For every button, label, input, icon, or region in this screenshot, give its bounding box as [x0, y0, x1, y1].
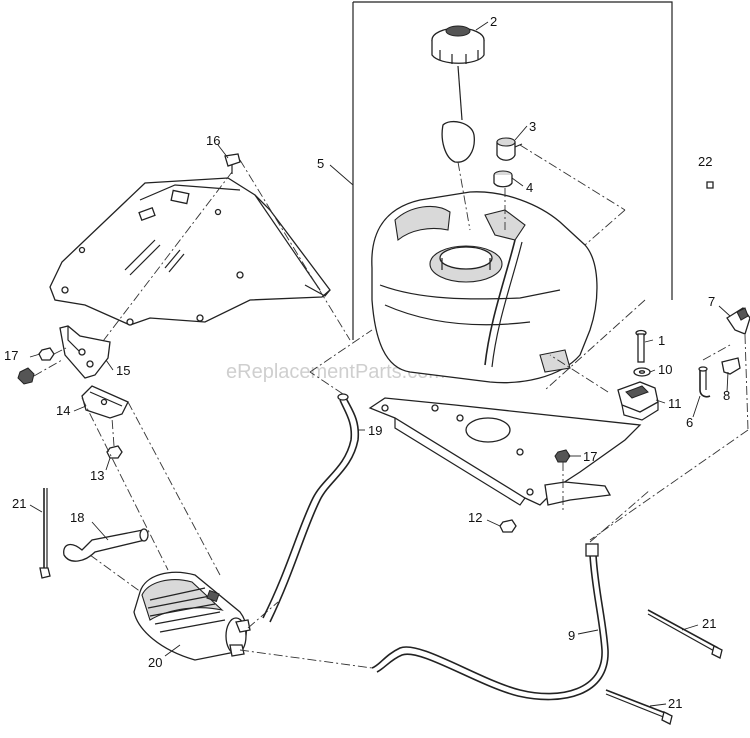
fuel-supply-hose: [371, 543, 609, 701]
callout-16: 16: [206, 133, 220, 148]
callout-9: 9: [568, 628, 575, 643]
leader-lines: [29, 21, 731, 707]
tank-strap-bracket: [617, 381, 659, 421]
nut-clamp: [106, 445, 123, 459]
heat-shield-plate: [49, 177, 331, 326]
callout-1: 1: [658, 333, 665, 348]
hose-fitting: [721, 357, 741, 375]
callout-2: 2: [490, 14, 497, 29]
canister-clamp: [81, 385, 129, 419]
fuel-tank: [371, 191, 598, 384]
callout-4: 4: [526, 180, 533, 195]
assembly-lines-tank: [457, 144, 646, 393]
screw-top: [224, 153, 241, 174]
mounting-bracket: [59, 325, 111, 379]
callout-15: 15: [116, 363, 130, 378]
nut-bracket-a: [38, 347, 55, 361]
watermark: eReplacementParts.com: [226, 361, 445, 383]
callout-labels: 2 3 4 5 22 7 1 10 11 8 6 17 12 19 9 21 2…: [4, 14, 730, 711]
nut-bracket-b: [17, 367, 35, 385]
bolt: [635, 329, 647, 363]
cable-tie-right-upper: [647, 609, 723, 659]
callout-21-left: 21: [12, 496, 26, 511]
nut-plate: [554, 449, 571, 463]
callout-17-plate: 17: [583, 449, 597, 464]
callout-21-right-upper: 21: [702, 616, 716, 631]
cable-tie-upper: [39, 488, 51, 579]
assembly-lines-valve: [589, 334, 749, 541]
small-fitting: [706, 181, 714, 189]
charcoal-canister: [133, 571, 251, 661]
fuel-shutoff-valve: [726, 307, 750, 335]
callout-11: 11: [668, 396, 682, 411]
callout-17-bracket: 17: [4, 348, 18, 363]
callout-8: 8: [723, 388, 730, 403]
vapor-hose: [63, 528, 149, 562]
callout-14: 14: [56, 403, 70, 418]
callout-6: 6: [686, 415, 693, 430]
callout-19: 19: [368, 423, 382, 438]
nut-lower: [499, 519, 517, 533]
vent-valve: [496, 137, 523, 161]
callout-20: 20: [148, 655, 162, 670]
fuel-tank-group-outline: [352, 1, 673, 340]
fuel-cap: [431, 25, 485, 163]
callout-12: 12: [468, 510, 482, 525]
washer: [633, 367, 651, 377]
callout-10: 10: [658, 362, 672, 377]
cable-tie-right-lower: [605, 689, 673, 725]
callout-3: 3: [529, 119, 536, 134]
callout-13: 13: [90, 468, 104, 483]
grommet: [493, 170, 513, 188]
callout-18: 18: [70, 510, 84, 525]
tank-mounting-plate: [368, 397, 642, 506]
callout-5: 5: [317, 156, 324, 171]
fuel-vent-hose-long: [262, 393, 360, 623]
callout-22: 22: [698, 154, 712, 169]
callout-7: 7: [708, 294, 715, 309]
callout-21-right-lower: 21: [668, 696, 682, 711]
fuel-hose-short: [698, 366, 711, 398]
